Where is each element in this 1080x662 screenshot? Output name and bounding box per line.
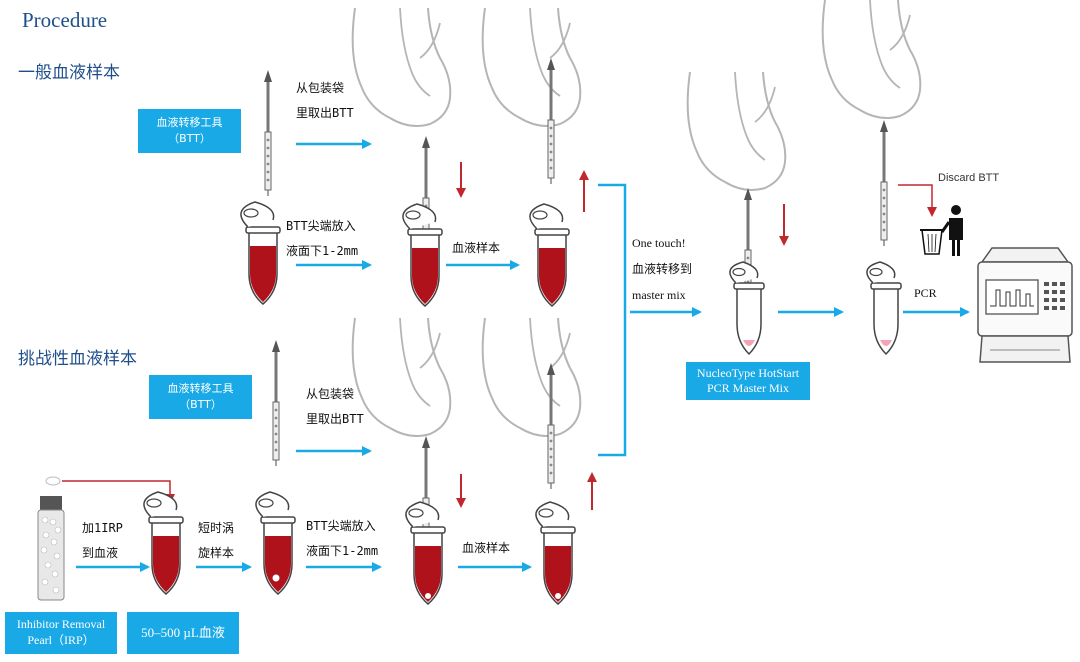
hand-icon xyxy=(481,7,582,127)
hand-icon xyxy=(351,7,452,127)
btt-pipette-icon xyxy=(270,338,282,468)
btt-pipette-icon xyxy=(878,118,890,248)
btt-pipette-icon xyxy=(545,56,557,186)
irp-bottle-icon xyxy=(37,496,65,601)
note-vortex: 短时涡 旋样本 xyxy=(198,516,234,566)
btt-pipette-icon xyxy=(545,361,557,491)
master-mix-line2: PCR Master Mix xyxy=(706,381,789,395)
note-take-out-line1: 从包装袋 xyxy=(306,387,355,401)
btt-label-line2: （BTT） xyxy=(168,132,211,145)
hand-icon xyxy=(686,71,787,191)
note-blood-sample: 血液样本 xyxy=(462,541,511,555)
blood-tube-icon xyxy=(143,491,184,595)
note-add-irp-line1: 加1IRP xyxy=(82,521,123,535)
discard-btt-label: Discard BTT xyxy=(938,172,1000,184)
note-add-irp-line2: 到血液 xyxy=(82,546,119,560)
master-mix-tube-icon xyxy=(866,261,902,355)
blood-tube-icon xyxy=(529,203,570,307)
irp-label-line2: Pearl（IRP） xyxy=(27,633,95,647)
master-mix-tube-icon xyxy=(729,261,765,355)
note-take-out: 从包装袋 里取出BTT xyxy=(306,382,364,432)
note-take-out-line1: 从包装袋 xyxy=(296,81,345,95)
note-take-out-line2: 里取出BTT xyxy=(296,106,354,120)
note-insert-line2: 液面下1-2mm xyxy=(306,544,379,558)
page-title: Procedure xyxy=(22,8,108,32)
irp-pearl-in-tube-icon xyxy=(272,574,280,582)
discard-arrow xyxy=(898,184,937,217)
note-blood-sample: 血液样本 xyxy=(452,241,501,255)
volume-label: 50–500 µL血液 xyxy=(141,625,225,640)
irp-pearl-icon xyxy=(45,476,61,486)
trash-bin-icon xyxy=(920,229,944,255)
volume-label-box: 50–500 µL血液 xyxy=(127,612,239,654)
irp-drop-arrow xyxy=(62,480,175,504)
one-touch-line3: master mix xyxy=(632,288,686,302)
btt-label-line1: 血液转移工具 xyxy=(167,382,234,395)
blood-tube-icon xyxy=(240,201,281,305)
section-general-label: 一般血液样本 xyxy=(18,63,120,83)
hand-icon xyxy=(821,0,922,119)
irp-label-line1: Inhibitor Removal xyxy=(16,617,106,631)
note-insert: BTT尖端放入 液面下1-2mm xyxy=(286,214,358,264)
blood-tube-icon xyxy=(405,501,446,605)
note-insert-line1: BTT尖端放入 xyxy=(286,219,356,233)
one-touch-line2: 血液转移到 xyxy=(632,262,693,276)
master-mix-line1: NucleoType HotStart xyxy=(696,366,800,380)
irp-label-box: Inhibitor Removal Pearl（IRP） xyxy=(5,612,117,654)
note-vortex-line2: 旋样本 xyxy=(198,546,235,560)
hand-icon xyxy=(481,317,582,437)
note-insert-line2: 液面下1-2mm xyxy=(286,244,359,258)
blood-tube-icon xyxy=(535,501,576,605)
blood-tube-icon xyxy=(402,203,443,307)
merge-bracket xyxy=(598,183,627,457)
btt-label-box: 血液转移工具 （BTT） xyxy=(149,375,252,419)
one-touch-line1: One touch! xyxy=(632,236,686,250)
section-challenging-label: 挑战性血液样本 xyxy=(18,349,137,369)
irp-pearl-in-tube-icon xyxy=(425,593,431,599)
btt-label-box: 血液转移工具 （BTT） xyxy=(138,109,241,153)
note-take-out: 从包装袋 里取出BTT xyxy=(296,76,354,126)
btt-label-line1: 血液转移工具 xyxy=(156,116,223,129)
irp-pearl-in-tube-icon xyxy=(555,593,561,599)
hand-icon xyxy=(351,317,452,437)
btt-pipette-icon xyxy=(262,68,274,198)
one-touch-note: One touch! 血液转移到 master mix xyxy=(632,230,692,308)
note-vortex-line1: 短时涡 xyxy=(198,521,235,535)
note-take-out-line2: 里取出BTT xyxy=(306,412,364,426)
note-insert-line1: BTT尖端放入 xyxy=(306,519,376,533)
btt-label-line2: （BTT） xyxy=(179,398,222,411)
person-icon xyxy=(940,205,963,256)
master-mix-label-box: NucleoType HotStart PCR Master Mix xyxy=(686,362,810,400)
pcr-machine-icon xyxy=(977,247,1073,363)
note-insert: BTT尖端放入 液面下1-2mm xyxy=(306,514,378,564)
note-add-irp: 加1IRP 到血液 xyxy=(82,516,123,566)
pcr-label: PCR xyxy=(914,286,937,300)
